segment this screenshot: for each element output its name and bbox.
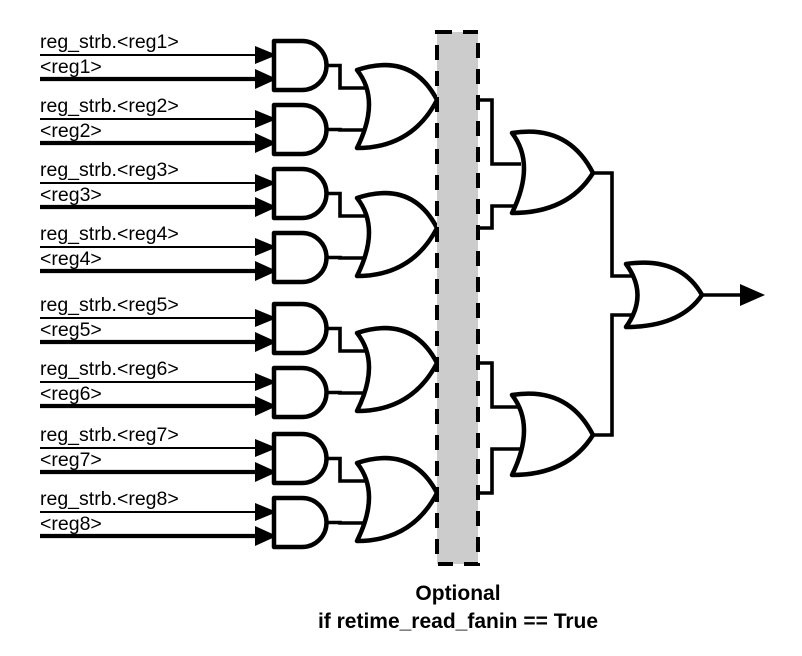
arrowhead-strobe-reg4: [255, 238, 277, 256]
wire-or5-to-or7: [593, 171, 634, 278]
input-pair-reg8: reg_strb.<reg8> <reg8>: [40, 488, 277, 546]
arrowhead-data-reg6: [255, 396, 277, 416]
and-gate-8: [271, 495, 329, 550]
wire-and1-to-or1: [327, 63, 372, 90]
or-gate-2: [354, 190, 440, 279]
or-gate-4: [354, 455, 440, 544]
arrowhead-strobe-reg7: [255, 439, 277, 457]
and-gate-7: [271, 431, 329, 486]
or-gate-1: [354, 62, 440, 151]
or-gate-6: [509, 391, 596, 478]
wire-and4-to-or2: [327, 255, 372, 260]
or-gate-3: [354, 325, 440, 414]
label-data-reg5: <reg5>: [40, 319, 102, 341]
label-data-reg2: <reg2>: [40, 120, 102, 142]
and-gate-4: [271, 230, 329, 285]
label-data-reg6: <reg6>: [40, 383, 102, 405]
arrowhead-strobe-reg3: [255, 174, 277, 192]
input-pair-reg7: reg_strb.<reg7> <reg7>: [40, 424, 277, 482]
label-strobe-reg7: reg_strb.<reg7>: [40, 424, 179, 446]
wire-or1-to-or5: [478, 98, 521, 166]
input-signals-group: reg_strb.<reg1> <reg1> reg_strb.<reg2> <…: [40, 31, 277, 546]
label-data-reg4: <reg4>: [40, 248, 102, 270]
arrowhead-strobe-reg1: [255, 46, 277, 64]
arrowhead-output: [740, 284, 765, 306]
label-strobe-reg4: reg_strb.<reg4>: [40, 223, 179, 245]
wire-and3-to-or2: [327, 191, 372, 218]
label-data-reg1: <reg1>: [40, 56, 102, 78]
wire-and6-to-or3: [327, 390, 372, 395]
label-strobe-reg8: reg_strb.<reg8>: [40, 488, 179, 510]
wire-and7-to-or4: [327, 456, 372, 483]
or-gate-stage-1: [354, 62, 440, 544]
label-data-reg3: <reg3>: [40, 184, 102, 206]
label-strobe-reg3: reg_strb.<reg3>: [40, 159, 179, 181]
arrowhead-data-reg4: [255, 261, 277, 281]
or-gate-5: [509, 129, 596, 216]
wire-and5-to-or3: [327, 326, 372, 353]
label-strobe-reg6: reg_strb.<reg6>: [40, 358, 179, 380]
wire-or2-to-or5: [478, 204, 521, 230]
input-pair-reg2: reg_strb.<reg2> <reg2>: [40, 95, 277, 153]
label-strobe-reg1: reg_strb.<reg1>: [40, 31, 179, 53]
arrowhead-strobe-reg5: [255, 309, 277, 327]
arrowhead-data-reg2: [255, 133, 277, 153]
arrowhead-strobe-reg8: [255, 503, 277, 521]
and-gate-3: [271, 166, 329, 221]
wire-or4-to-or6: [478, 447, 521, 495]
input-pair-reg1: reg_strb.<reg1> <reg1>: [40, 31, 277, 89]
caption-group: Optional if retime_read_fanin == True: [318, 582, 598, 633]
caption-line-1: Optional: [415, 582, 500, 605]
arrowhead-data-reg3: [255, 197, 277, 217]
and-gate-2: [271, 102, 329, 157]
input-pair-reg6: reg_strb.<reg6> <reg6>: [40, 358, 277, 416]
or-gate-final: [623, 260, 705, 330]
arrowhead-data-reg7: [255, 462, 277, 482]
and-gate-stage: [271, 38, 329, 550]
input-pair-reg5: reg_strb.<reg5> <reg5>: [40, 294, 277, 352]
input-pair-reg4: reg_strb.<reg4> <reg4>: [40, 223, 277, 281]
wire-or6-to-or7: [593, 313, 634, 437]
and-gate-5: [271, 301, 329, 356]
wire-or3-to-or6: [478, 361, 521, 409]
or-stage2-to-final-wires: [593, 171, 634, 437]
or-gate-stage-2: [509, 129, 596, 478]
arrowhead-strobe-reg6: [255, 373, 277, 391]
input-pair-reg3: reg_strb.<reg3> <reg3>: [40, 159, 277, 217]
arrowhead-data-reg1: [255, 69, 277, 89]
and-gate-6: [271, 365, 329, 420]
wire-and2-to-or1: [327, 127, 372, 132]
label-strobe-reg2: reg_strb.<reg2>: [40, 95, 179, 117]
and-gate-1: [271, 38, 329, 93]
label-data-reg8: <reg8>: [40, 513, 102, 535]
arrowhead-strobe-reg2: [255, 110, 277, 128]
caption-line-2: if retime_read_fanin == True: [318, 610, 598, 633]
arrowhead-data-reg8: [255, 526, 277, 546]
output-group: [702, 284, 765, 306]
optional-retime-register-block: [435, 30, 480, 566]
or1-to-or5-wire-group: [478, 98, 521, 495]
arrowhead-data-reg5: [255, 332, 277, 352]
label-data-reg7: <reg7>: [40, 449, 102, 471]
label-strobe-reg5: reg_strb.<reg5>: [40, 294, 179, 316]
wire-and8-to-or4: [327, 520, 372, 525]
and-to-or-wires: [327, 63, 372, 525]
